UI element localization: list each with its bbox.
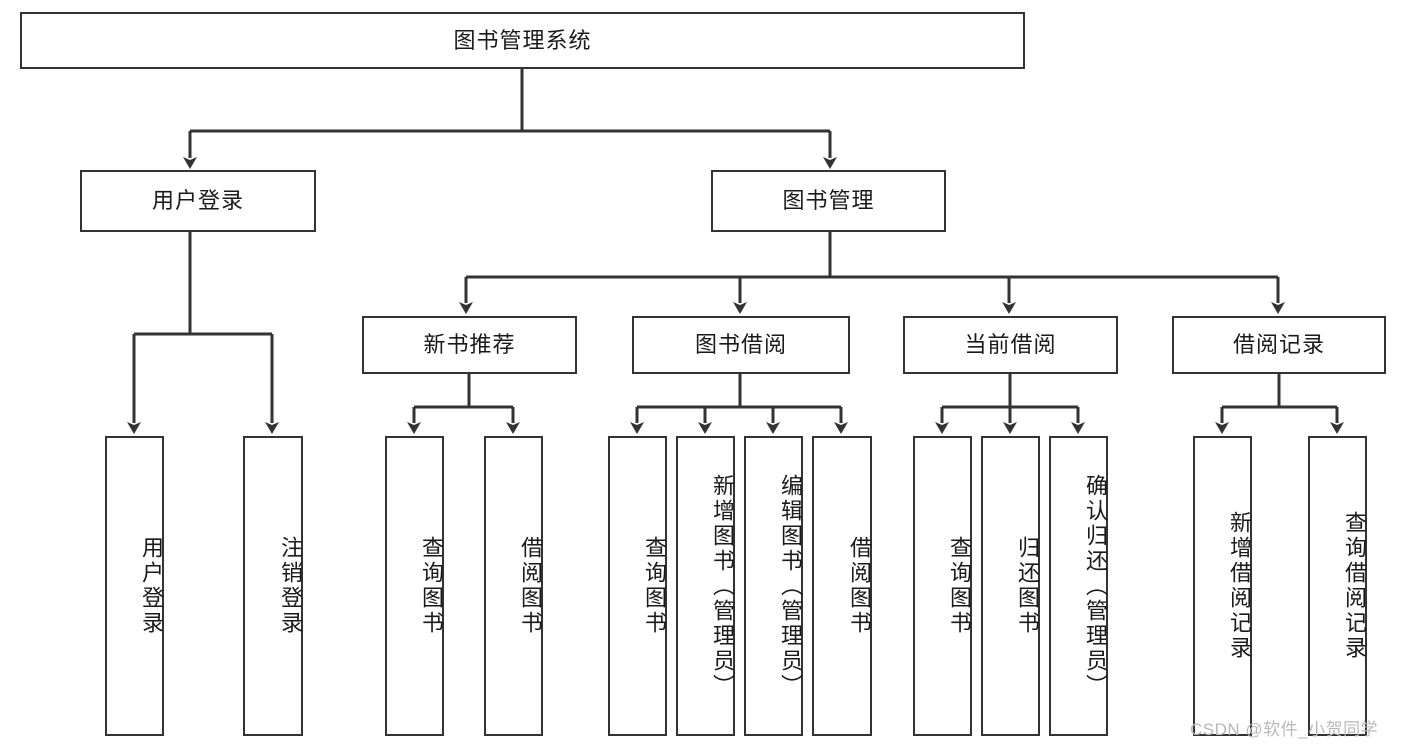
watermark-credit: CSDN @软件_小贺同学 <box>1190 720 1379 739</box>
leaf-user-login-signin[interactable]: 用户登录 <box>105 436 164 736</box>
leaf-borrow-query-book[interactable]: 查询图书 <box>608 436 667 736</box>
node-current-borrow[interactable]: 当前借阅 <box>903 316 1118 374</box>
leaf-borrow-edit-book-admin[interactable]: 编辑图书（管理员） <box>744 436 803 736</box>
node-user-login[interactable]: 用户登录 <box>80 170 316 232</box>
node-book-borrow[interactable]: 图书借阅 <box>632 316 850 374</box>
leaf-record-add-record[interactable]: 新增借阅记录 <box>1193 436 1252 736</box>
leaf-current-query-book[interactable]: 查询图书 <box>913 436 972 736</box>
leaf-recommend-query-book[interactable]: 查询图书 <box>385 436 444 736</box>
leaf-current-confirm-return-admin[interactable]: 确认归还（管理员） <box>1049 436 1108 736</box>
leaf-borrow-add-book-admin[interactable]: 新增图书（管理员） <box>676 436 735 736</box>
leaf-record-query-record[interactable]: 查询借阅记录 <box>1308 436 1367 736</box>
leaf-borrow-borrow-book[interactable]: 借阅图书 <box>812 436 872 736</box>
node-root-system[interactable]: 图书管理系统 <box>20 12 1025 69</box>
node-borrow-record[interactable]: 借阅记录 <box>1172 316 1386 374</box>
node-new-book-recommend[interactable]: 新书推荐 <box>362 316 577 374</box>
leaf-current-return-book[interactable]: 归还图书 <box>981 436 1040 736</box>
node-book-management[interactable]: 图书管理 <box>711 170 946 232</box>
leaf-user-login-signout[interactable]: 注销登录 <box>243 436 303 736</box>
leaf-recommend-borrow-book[interactable]: 借阅图书 <box>484 436 543 736</box>
